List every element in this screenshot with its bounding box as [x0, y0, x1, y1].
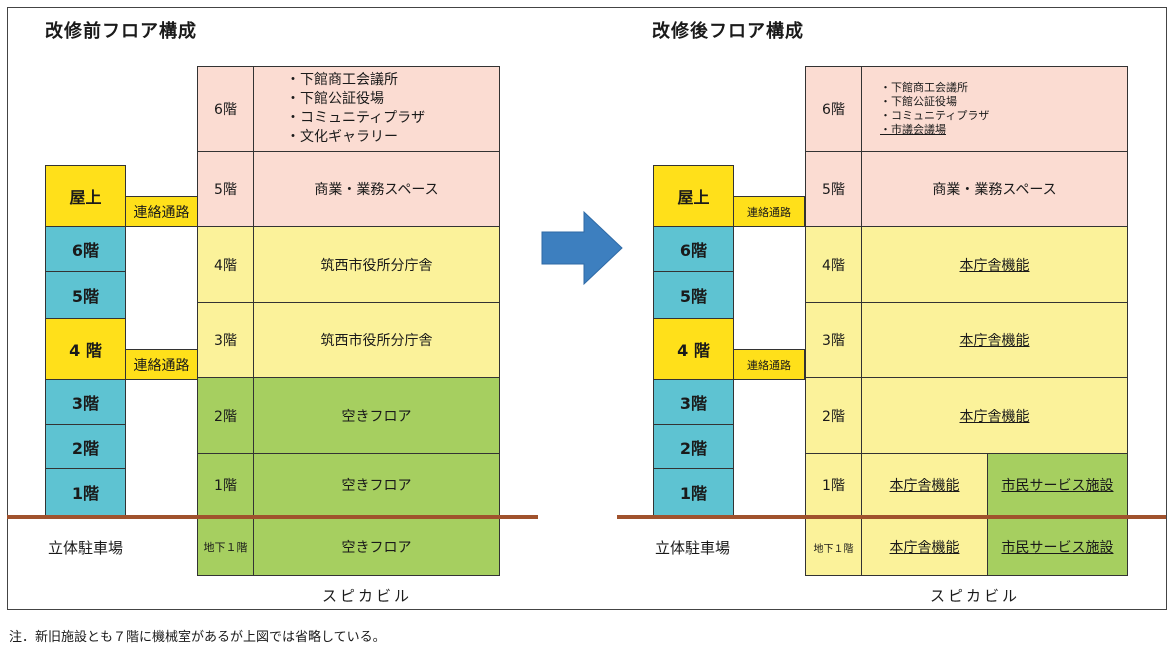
- before-spica-6f-tenants: ・下館商工会議所 ・下館公証役場 ・コミュニティプラザ ・文化ギャラリー: [253, 66, 500, 152]
- after-corridor-top: 連絡通路: [733, 196, 805, 227]
- after-left-1f: 1階: [653, 468, 734, 516]
- after-6f-tenant-4: ・市議会議場: [880, 123, 946, 136]
- before-spica-3f-label: 3階: [197, 302, 254, 378]
- after-building-name: スピカビル: [930, 587, 1021, 605]
- after-corridor-bottom: 連絡通路: [733, 349, 805, 380]
- after-6f-tenant-1: ・下館商工会議所: [880, 81, 968, 94]
- after-spica-6f-label: 6階: [805, 66, 862, 152]
- before-spica-4f-content: 筑西市役所分庁舎: [253, 226, 500, 303]
- after-spica-1f-label: 1階: [805, 453, 862, 516]
- before-6f-tenant-2: ・下館公証役場: [286, 91, 384, 107]
- after-spica-6f-tenants: ・下館商工会議所 ・下館公証役場 ・コミュニティプラザ ・市議会議場: [861, 66, 1128, 152]
- after-spica-1f-left: 本庁舎機能: [861, 453, 988, 516]
- before-building-name: スピカビル: [322, 587, 413, 605]
- before-ground-line: [7, 515, 538, 519]
- before-spica-2f-content: 空きフロア: [253, 377, 500, 454]
- after-spica-4f-label: 4階: [805, 226, 862, 303]
- after-spica-b1-left: 本庁舎機能: [861, 518, 988, 576]
- before-spica-5f-label: 5階: [197, 151, 254, 227]
- after-spica-b1-right: 市民サービス施設: [987, 518, 1128, 576]
- after-left-3f: 3階: [653, 379, 734, 425]
- before-spica-6f-label: 6階: [197, 66, 254, 152]
- diagram-frame: [7, 7, 1167, 610]
- before-left-5f: 5階: [45, 271, 126, 319]
- after-spica-4f-content: 本庁舎機能: [861, 226, 1128, 303]
- after-left-6f: 6階: [653, 226, 734, 272]
- after-left-5f: 5階: [653, 271, 734, 319]
- after-6f-tenant-2: ・下館公証役場: [880, 95, 957, 108]
- after-spica-5f-label: 5階: [805, 151, 862, 227]
- after-spica-2f-label: 2階: [805, 377, 862, 454]
- after-spica-2f-content: 本庁舎機能: [861, 377, 1128, 454]
- before-spica-4f-label: 4階: [197, 226, 254, 303]
- before-corridor-bottom: 連絡通路: [125, 349, 198, 380]
- before-6f-tenant-1: ・下館商工会議所: [286, 72, 398, 88]
- before-rooftop: 屋上: [45, 165, 126, 227]
- before-spica-b1-content: 空きフロア: [253, 518, 500, 576]
- right-arrow-icon: [541, 210, 623, 286]
- before-spica-5f-content: 商業・業務スペース: [253, 151, 500, 227]
- before-corridor-top: 連絡通路: [125, 196, 198, 227]
- after-spica-1f-right: 市民サービス施設: [987, 453, 1128, 516]
- before-spica-b1-label: 地下１階: [197, 518, 254, 576]
- after-left-4f: 4 階: [653, 318, 734, 380]
- before-title: 改修前フロア構成: [45, 21, 197, 42]
- after-left-2f: 2階: [653, 424, 734, 469]
- before-parking-label: 立体駐車場: [48, 539, 124, 557]
- after-spica-5f-content: 商業・業務スペース: [861, 151, 1128, 227]
- before-left-2f: 2階: [45, 424, 126, 469]
- before-spica-3f-content: 筑西市役所分庁舎: [253, 302, 500, 378]
- before-left-3f: 3階: [45, 379, 126, 425]
- after-spica-3f-content: 本庁舎機能: [861, 302, 1128, 378]
- after-title: 改修後フロア構成: [652, 21, 804, 42]
- before-6f-tenant-3: ・コミュニティプラザ: [286, 110, 426, 126]
- after-parking-label: 立体駐車場: [655, 539, 731, 557]
- before-spica-2f-label: 2階: [197, 377, 254, 454]
- after-spica-3f-label: 3階: [805, 302, 862, 378]
- after-ground-line: [617, 515, 1166, 519]
- before-6f-tenant-4: ・文化ギャラリー: [286, 129, 398, 145]
- before-left-1f: 1階: [45, 468, 126, 516]
- footnote: 注．新旧施設とも７階に機械室があるが上図では省略している。: [9, 630, 386, 645]
- before-spica-1f-content: 空きフロア: [253, 453, 500, 516]
- before-spica-1f-label: 1階: [197, 453, 254, 516]
- after-6f-tenant-3: ・コミュニティプラザ: [880, 109, 990, 122]
- after-spica-b1-label: 地下１階: [805, 518, 862, 576]
- after-rooftop: 屋上: [653, 165, 734, 227]
- before-left-4f: 4 階: [45, 318, 126, 380]
- before-left-6f: 6階: [45, 226, 126, 272]
